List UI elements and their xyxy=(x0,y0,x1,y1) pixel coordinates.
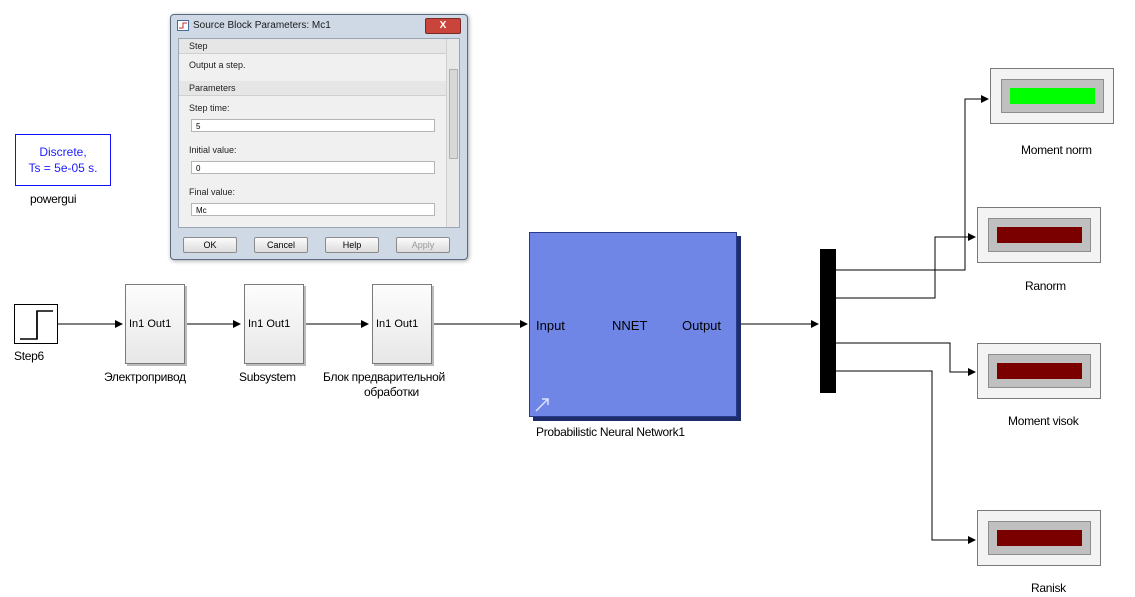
block-label-subsystem: Subsystem xyxy=(239,370,296,384)
display-bar-red xyxy=(997,363,1082,379)
display-indicator xyxy=(1001,79,1104,113)
display-bar-green xyxy=(1010,88,1095,104)
section-header xyxy=(179,81,449,96)
nnet-output-port: Output xyxy=(682,318,722,333)
dialog-close-button[interactable]: X xyxy=(425,18,461,34)
step-icon xyxy=(20,310,53,340)
display-label-ranisk: Ranisk xyxy=(1031,581,1066,595)
port-label: In1 Out1 xyxy=(248,318,291,330)
final-value-label: Final value: xyxy=(189,187,236,197)
nnet-input-port: Input xyxy=(536,318,565,333)
powergui-ts-text: Ts = 5e-05 s. xyxy=(28,161,98,175)
dialog-scrollbar[interactable] xyxy=(446,39,459,227)
port-label: In1 Out1 xyxy=(376,318,419,330)
step-time-label: Step time: xyxy=(189,103,230,113)
display-indicator xyxy=(988,354,1091,388)
initial-value-label: Initial value: xyxy=(189,145,237,155)
step-block-label: Step6 xyxy=(14,349,44,363)
section-header xyxy=(179,39,449,54)
port-label: In1 Out1 xyxy=(129,318,172,330)
subsystem-block-elektroprivod[interactable]: In1 Out1 xyxy=(125,284,185,364)
final-value-field[interactable]: Mc xyxy=(191,203,435,216)
display-bar-red xyxy=(997,530,1082,546)
subsystem-block-preprocessing[interactable]: In1 Out1 xyxy=(372,284,432,364)
block-label-elektroprivod: Электропривод xyxy=(104,370,186,384)
mux-block[interactable] xyxy=(820,249,836,393)
apply-button[interactable]: Apply xyxy=(396,237,450,253)
display-indicator xyxy=(988,218,1091,252)
nnet-block[interactable]: Input NNET Output xyxy=(529,232,737,417)
nnet-label: Probabilistic Neural Network1 xyxy=(536,425,685,439)
nnet-name: NNET xyxy=(612,318,648,333)
powergui-label: powergui xyxy=(30,192,77,206)
step-time-field[interactable]: 5 xyxy=(191,119,435,132)
parameters-header: Parameters xyxy=(189,83,236,93)
source-block-parameters-dialog[interactable]: Source Block Parameters: Mc1 X Step Outp… xyxy=(170,14,468,260)
dialog-parameters-panel: Step Output a step. Parameters Step time… xyxy=(178,38,460,228)
display-indicator xyxy=(988,521,1091,555)
subsystem-block[interactable]: In1 Out1 xyxy=(244,284,304,364)
display-moment-norm[interactable] xyxy=(990,68,1114,124)
display-ranisk[interactable] xyxy=(977,510,1101,566)
cancel-button[interactable]: Cancel xyxy=(254,237,308,253)
display-ranorm[interactable] xyxy=(977,207,1101,263)
powergui-mode-text: Discrete, xyxy=(39,145,87,159)
dialog-title: Source Block Parameters: Mc1 xyxy=(193,20,331,31)
display-label-ranorm: Ranorm xyxy=(1025,279,1066,293)
display-label-moment-visok: Moment visok xyxy=(1008,414,1079,428)
block-label-preprocessing-line1: Блок предварительной xyxy=(323,370,445,384)
initial-value-field[interactable]: 0 xyxy=(191,161,435,174)
ok-button[interactable]: OK xyxy=(183,237,237,253)
display-label-moment-norm: Moment norm xyxy=(1021,143,1092,157)
simulink-block-icon xyxy=(177,20,189,31)
block-type-title: Step xyxy=(189,41,208,51)
display-moment-visok[interactable] xyxy=(977,343,1101,399)
powergui-block[interactable]: Discrete, Ts = 5e-05 s. xyxy=(15,134,111,186)
link-arrow-icon xyxy=(535,398,549,412)
step-block[interactable] xyxy=(14,304,58,344)
block-label-preprocessing-line2: обработки xyxy=(364,385,419,399)
block-description: Output a step. xyxy=(189,60,246,70)
scrollbar-thumb[interactable] xyxy=(449,69,458,159)
help-button[interactable]: Help xyxy=(325,237,379,253)
display-bar-red xyxy=(997,227,1082,243)
